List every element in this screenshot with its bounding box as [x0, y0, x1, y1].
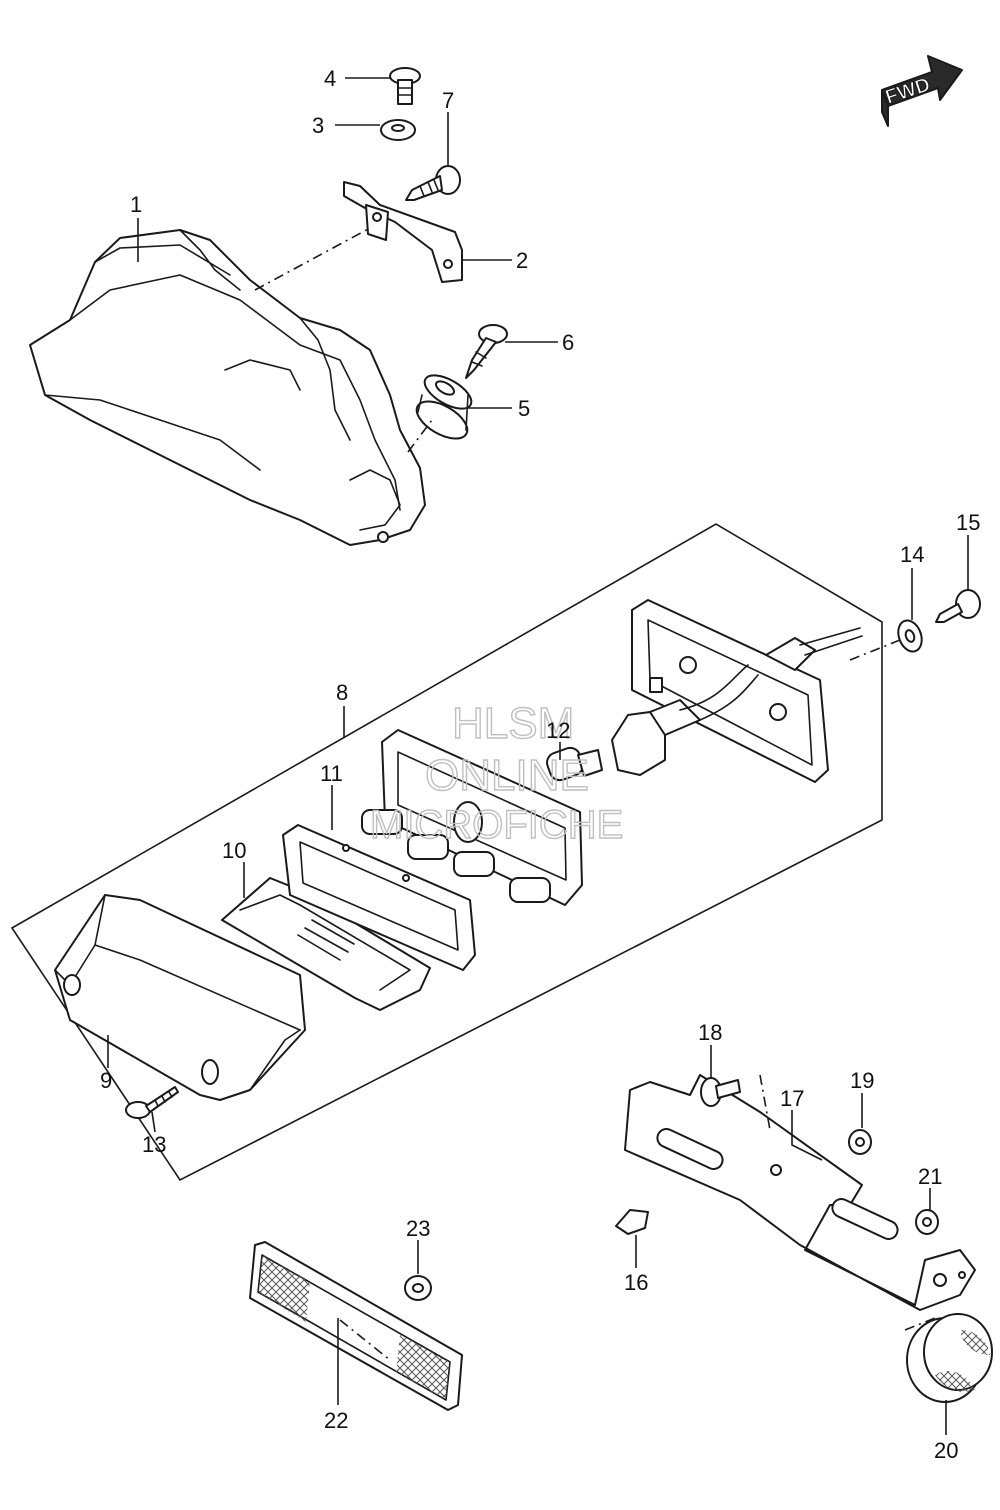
part-11-gasket [282, 824, 476, 971]
part-23-nut [404, 1275, 432, 1301]
part-15-screw [935, 589, 981, 623]
part-10-reflector [221, 877, 431, 1011]
callout-1: 1 [130, 192, 142, 217]
callout-19: 19 [850, 1068, 874, 1093]
part-6-screw [465, 324, 508, 379]
part-20-round-reflector [906, 1313, 993, 1403]
callout-9: 9 [100, 1068, 112, 1093]
part-12-bulb [546, 746, 603, 782]
part-16-clip [615, 1209, 649, 1235]
callout-4: 4 [324, 66, 336, 91]
part-3-washer [380, 119, 416, 141]
part-19-nut [848, 1129, 872, 1155]
part-13-screw [125, 1086, 179, 1119]
callout-23: 23 [406, 1216, 430, 1241]
part-21-nut [915, 1209, 939, 1235]
part-14-washer [897, 619, 923, 653]
callout-2: 2 [516, 248, 528, 273]
callout-6: 6 [562, 330, 574, 355]
part-2-bracket [343, 181, 463, 283]
watermark-line2: ONLINE [425, 751, 589, 800]
callout-17: 17 [780, 1086, 804, 1111]
callout-18: 18 [698, 1020, 722, 1045]
callout-20: 20 [934, 1438, 958, 1463]
socket-wire [611, 627, 863, 776]
callout-3: 3 [312, 113, 324, 138]
callout-22: 22 [324, 1408, 348, 1433]
watermark-line1: HLSM [452, 699, 574, 748]
watermark-line3: MICROFICHE [370, 803, 623, 847]
fwd-label: FWD [883, 74, 933, 109]
socket-board [361, 729, 583, 906]
callout-7: 7 [442, 88, 454, 113]
fwd-arrow-icon: FWD [881, 55, 963, 127]
callout-15: 15 [956, 510, 980, 535]
watermark: HLSM ONLINE MICROFICHE [369, 698, 624, 847]
callouts: 1 2 3 4 5 6 7 8 9 10 11 12 13 14 15 16 1… [100, 66, 980, 1463]
leader-lines [107, 77, 969, 1435]
callout-8: 8 [336, 680, 348, 705]
callout-10: 10 [222, 838, 246, 863]
callout-21: 21 [918, 1164, 942, 1189]
part-4-bolt [389, 67, 421, 105]
part-22-rect-reflector [249, 1241, 463, 1411]
callout-16: 16 [624, 1270, 648, 1295]
callout-13: 13 [142, 1132, 166, 1157]
assembly-frame [10, 523, 883, 1182]
part-17-bracket [624, 1074, 976, 1311]
rear-plate [631, 599, 829, 783]
callout-5: 5 [518, 396, 530, 421]
part-9-lens [54, 894, 306, 1101]
callout-12: 12 [546, 718, 570, 743]
alignment-lines [254, 227, 936, 1361]
part-5-grommet [415, 374, 473, 440]
part-18-bolt [700, 1077, 741, 1107]
callout-14: 14 [900, 542, 924, 567]
part-7-screw [405, 165, 461, 201]
part-1-tail-lamp-housing [29, 229, 426, 546]
callout-11: 11 [320, 761, 343, 786]
